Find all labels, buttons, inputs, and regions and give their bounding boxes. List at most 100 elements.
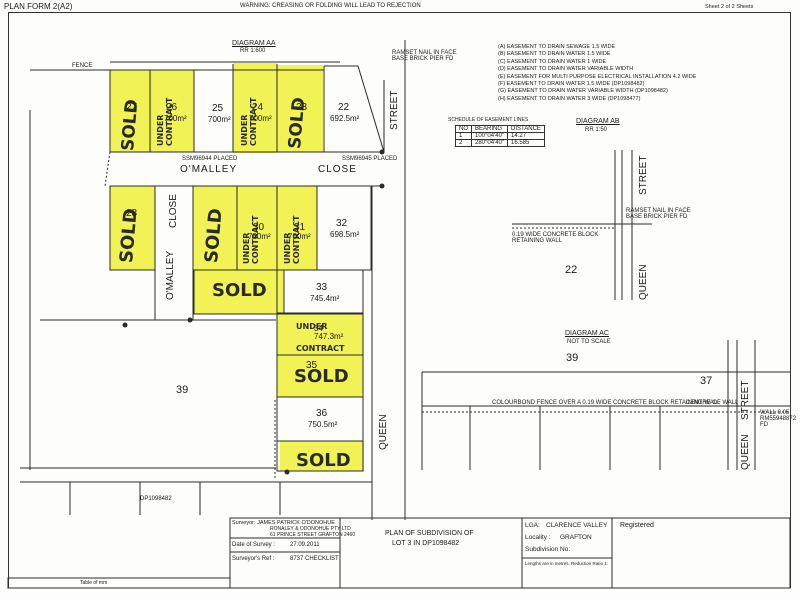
plan-title-line-1: PLAN OF SUBDIVISION OF <box>385 530 474 537</box>
lot-area: 700m² <box>248 232 271 241</box>
lot-area: 698.5m² <box>330 230 360 239</box>
right-border <box>790 12 791 588</box>
ref-label: Surveyor's Ref : <box>232 556 275 562</box>
street-street-ab: STREET <box>638 155 649 195</box>
lot-number: 22 <box>338 102 350 113</box>
easement-item: (F) EASEMENT TO DRAIN WATER 1.5 WIDE (DP… <box>498 81 645 88</box>
lot-area: 750.5m² <box>308 420 338 429</box>
surveyor-ref: 8737 CHECKLIST <box>290 556 339 562</box>
lot-number: 31 <box>294 222 306 233</box>
easement-item: (H) EASEMENT TO DRAIN WATER 3 WIDE (DP10… <box>498 95 641 102</box>
retaining-wall-ab: 0.19 WIDE CONCRETE BLOCK RETAINING WALL <box>512 232 599 244</box>
lot-37-ac-number: 37 <box>700 375 713 387</box>
ssm-placed-note: SSM96944 PLACED <box>182 156 238 162</box>
lot-status-under-contract: UNDER CONTRACT <box>240 97 258 146</box>
lot-area: 745.4m² <box>310 294 340 303</box>
highlight-lot-29 <box>193 186 237 270</box>
table-cell: 100°04'40" <box>470 132 509 140</box>
subdivision-label: Subdivision No: <box>525 546 571 553</box>
lot-area: 692.5m² <box>330 114 360 123</box>
locality-label: Locality : <box>525 534 551 541</box>
table-header: NO <box>455 125 472 133</box>
top-border <box>8 12 790 13</box>
diagram-ac-scale: NOT TO SCALE <box>567 339 611 345</box>
lengths-note: Lengths are in metres. Reduction Ratio 1… <box>525 561 609 566</box>
lot-39-ac-number: 39 <box>566 352 579 364</box>
table-header: BEARING <box>470 125 509 133</box>
lot-area: 747.3m² <box>314 332 344 341</box>
table-header: DISTANCE <box>507 125 545 133</box>
ssm-placed-note: SSM96945 PLACED <box>342 156 398 162</box>
sheet-number: Sheet 2 of 2 Sheets <box>705 4 754 10</box>
ac-centre-note: CENTRE OF WALL <box>686 400 739 406</box>
fence-note: FENCE <box>72 63 93 69</box>
table-cell: 2 <box>455 139 472 147</box>
highlight-lot-26 <box>150 70 194 152</box>
lot-number: 28 <box>126 208 138 219</box>
lga-value: CLARENCE VALLEY <box>546 522 608 529</box>
diagram-ab-scale: RR 1:50 <box>585 127 608 133</box>
highlight-lot-23 <box>277 65 323 152</box>
highlight-lot-24 <box>233 63 277 153</box>
diagram-ac-title: DIAGRAM AC <box>565 330 609 337</box>
easement-item: (A) EASEMENT TO DRAIN SEWAGE 1.5 WIDE <box>498 44 616 50</box>
lot-status-sold: SOLD <box>296 450 351 471</box>
lot-area: 700m² <box>164 114 187 123</box>
plan-form-label: PLAN FORM 2(A2) <box>4 2 73 11</box>
diagram-ab-title: DIAGRAM AB <box>576 118 620 125</box>
diagram-aa-title: DIAGRAM AA <box>232 40 276 47</box>
lot-number: 35 <box>306 360 318 371</box>
street-close: CLOSE <box>318 164 357 175</box>
lot-number: 24 <box>252 102 264 113</box>
ac-fence-note: COLOURBOND FENCE OVER A 0.19 WIDE CONCRE… <box>492 400 721 406</box>
locality-value: GRAFTON <box>560 534 592 541</box>
ac-wall-note: WALL 0.05 RM55948872 FD <box>760 410 797 428</box>
lot-number: 36 <box>316 408 328 419</box>
surveyor-address: 61 PRINCE STREET GRAFTON 2460 <box>270 532 356 538</box>
lot-39-number: 39 <box>176 384 189 396</box>
highlight-lot-34 <box>277 313 363 355</box>
table-row: 2 280°04'40" 16.585 <box>455 139 545 147</box>
diagram-aa-scale: RR 1:600 <box>240 48 266 54</box>
lot-number: 32 <box>336 218 348 229</box>
date-label: Date of Survey : <box>232 542 276 548</box>
lga-label: LGA: <box>525 522 540 529</box>
table-cell: 280°04'40" <box>470 139 509 147</box>
ramset-note-ab: RAMSET NAIL IN FACE BASE BRICK PIER FD <box>626 208 691 220</box>
easement-item: (E) EASEMENT FOR MULTI PURPOSE ELECTRICA… <box>498 73 697 80</box>
easement-table-title: SCHEDULE OF EASEMENT LINES <box>448 117 529 123</box>
lot-area: 700m² <box>208 115 231 124</box>
street-queen-ac: QUEEN <box>740 434 751 470</box>
warning-text: WARNING: CREASING OR FOLDING WILL LEAD T… <box>240 3 421 9</box>
dp-ref-note: DP1098482 <box>140 496 172 502</box>
lot-status-under-contract: UNDER CONTRACT <box>283 215 301 264</box>
left-border <box>8 12 9 588</box>
street-queen-ab: QUEEN <box>638 264 649 300</box>
lot-number: 25 <box>212 103 224 114</box>
easement-item: (B) EASEMENT TO DRAIN WATER 1.5 WIDE <box>498 51 611 58</box>
highlight-lot-27 <box>110 70 152 152</box>
ramset-note-aa: RAMSET NAIL IN FACE BASE BRICK PIER FD <box>392 50 457 62</box>
easement-lines-table: NO BEARING DISTANCE 1 100°04'40" 14.27 2… <box>455 125 545 147</box>
lot-number: 34 <box>314 324 323 333</box>
lot-status-under-contract: UNDER CONTRACT <box>296 322 345 353</box>
plan-title-line-2: LOT 3 IN DP1098482 <box>392 540 460 547</box>
street-omalley-vertical: O'MALLEY <box>165 250 176 300</box>
lot-status-sold: SOLD <box>212 280 267 301</box>
lot-status-under-contract: UNDER CONTRACT <box>242 215 260 264</box>
easement-item: (D) EASEMENT TO DRAIN WATER VARIABLE WID… <box>498 66 634 73</box>
highlight-lot-sold-mid <box>194 270 284 314</box>
surveyor-name: Surveyor: JAMES PATRICK O'DONOHUE <box>232 520 335 526</box>
easement-item: (C) EASEMENT TO DRAIN WATER 1 WIDE <box>498 58 607 65</box>
scale-table-label: Table of mm <box>80 580 108 586</box>
street-close-vertical: CLOSE <box>168 194 179 228</box>
street-queen-top: STREET <box>389 90 400 130</box>
street-omalley: O'MALLEY <box>180 164 238 175</box>
lot-area: 700m² <box>288 232 311 241</box>
registered-label: Registered <box>620 522 654 529</box>
street-street-ac: STREET <box>740 380 751 420</box>
highlight-lot-37 <box>280 441 364 471</box>
table-cell: 14.27 <box>507 132 545 140</box>
